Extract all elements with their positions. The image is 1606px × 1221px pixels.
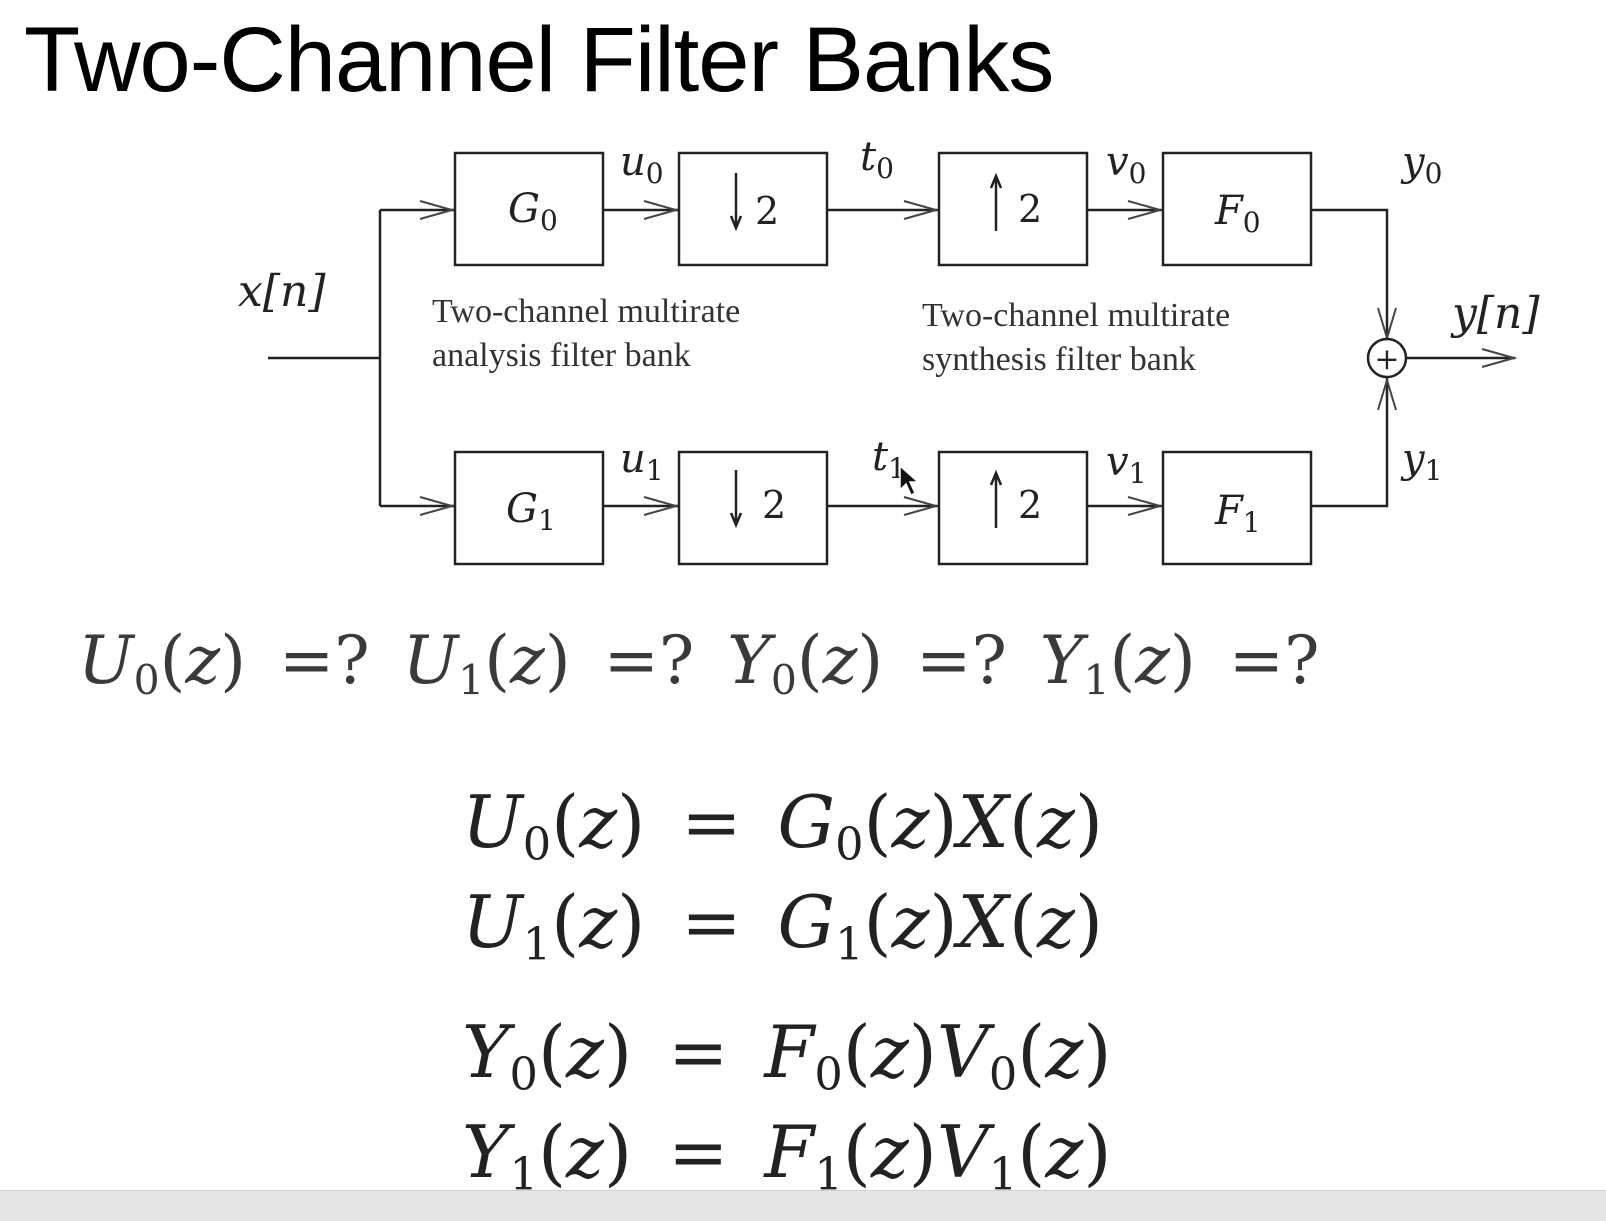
u1-label: u1 (620, 436, 664, 487)
output-label: y[n] (1450, 288, 1540, 339)
u0-label: u0 (620, 139, 664, 190)
arrow-icon (903, 200, 940, 220)
f0-block (1161, 151, 1313, 267)
down-arrow-icon (729, 512, 743, 529)
downsampler0-block (677, 151, 829, 267)
analysis-caption-line2: analysis filter bank (432, 337, 691, 374)
arrow-icon (419, 200, 456, 220)
upsampler1-factor: 2 (1018, 483, 1042, 527)
arrow-icon (643, 496, 680, 516)
downsampler0-factor: 2 (755, 189, 779, 233)
f0-label: F0 (1214, 188, 1261, 239)
y1-wire (1311, 377, 1389, 508)
y0-wire (1311, 208, 1389, 340)
upsampler0-factor: 2 (1018, 187, 1042, 231)
input-label: x[n] (238, 266, 326, 317)
mouse-cursor-icon (899, 464, 920, 497)
f1-block (1161, 450, 1313, 566)
analysis-caption-line1: Two-channel multirate (432, 293, 740, 330)
arrow-icon (1377, 376, 1397, 411)
synthesis-caption-line1: Two-channel multirate (922, 297, 1230, 334)
g1-block (453, 450, 605, 566)
slide-title: Two-Channel Filter Banks (24, 9, 1054, 111)
v1-label: v1 (1106, 439, 1146, 490)
downsampler1-factor: 2 (762, 483, 786, 527)
arrow-icon (1127, 200, 1164, 220)
synthesis-caption-line2: synthesis filter bank (922, 341, 1196, 378)
arrow-icon (1127, 496, 1164, 516)
arrow-icon (419, 496, 456, 516)
equation-u0: U0(z) = G0(z)X(z) (462, 780, 1103, 871)
up-arrow-icon (989, 172, 1003, 189)
bottom-bar (0, 1190, 1606, 1221)
v0-label: v0 (1106, 139, 1146, 190)
arrow-icon (1481, 348, 1518, 368)
equation-y0: Y0(z) = F0(z)V0(z) (462, 1010, 1112, 1101)
y1-label: y1 (1400, 436, 1442, 487)
question-line: U0(z) =? U1(z) =? Y0(z) =? Y1(z) =? (78, 622, 1320, 705)
downsampler1-block (677, 450, 829, 566)
upsampler1-block (937, 450, 1089, 566)
y0-label: y0 (1400, 139, 1442, 190)
t0-label: t0 (860, 134, 894, 185)
upsampler0-block (937, 151, 1089, 267)
equation-u1: U1(z) = G1(z)X(z) (462, 880, 1103, 971)
g1-label: G1 (506, 486, 556, 537)
equation-y1: Y1(z) = F1(z)V1(z) (462, 1110, 1112, 1201)
arrow-icon (643, 200, 680, 220)
arrow-icon (903, 496, 940, 516)
adder-symbol: + (1374, 342, 1399, 377)
down-arrow-icon (729, 215, 743, 232)
g0-label: G0 (508, 186, 558, 237)
f1-label: F1 (1214, 488, 1261, 539)
up-arrow-icon (989, 469, 1003, 486)
